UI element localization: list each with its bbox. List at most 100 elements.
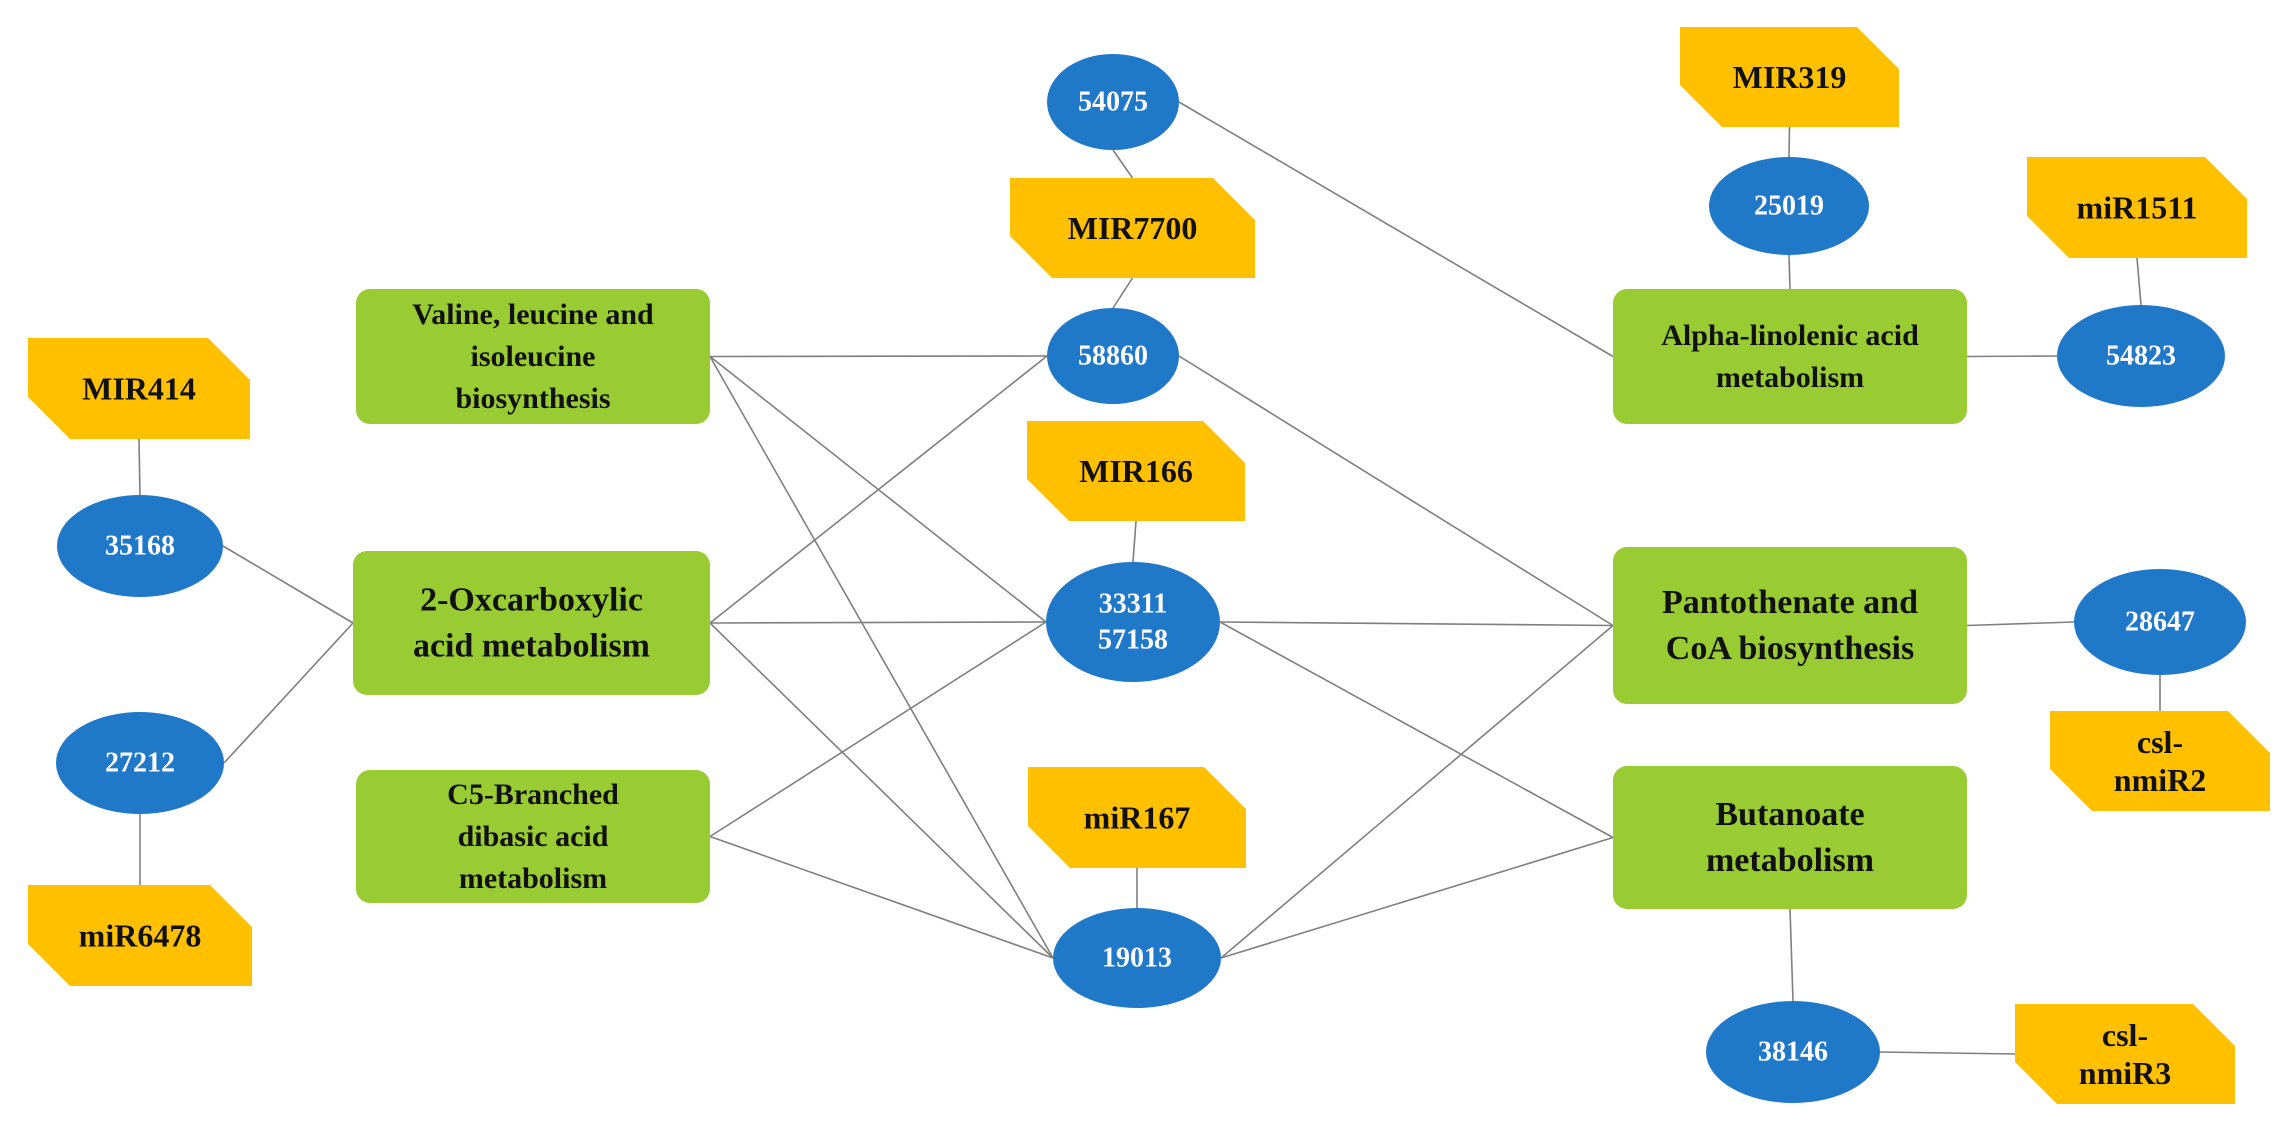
pathway-box xyxy=(1613,547,1967,704)
pathway-butanoate-label-line-0: Butanoate xyxy=(1715,796,1864,833)
edge-oxcarboxylic-g58860 xyxy=(709,355,1048,624)
mirna-m6478-label-line-0: miR6478 xyxy=(79,918,202,954)
edge-m7700-g58860 xyxy=(1112,277,1134,309)
edge-g35168-oxcarboxylic xyxy=(222,545,354,624)
mirna-shape xyxy=(2050,711,2270,811)
gene-g38146-label-line-0: 38146 xyxy=(1758,1037,1828,1068)
gene-g19013-label-line-0: 19013 xyxy=(1102,943,1172,974)
pathway-alpha-label-line-0: Alpha-linolenic acid xyxy=(1661,319,1919,352)
gene-ellipse xyxy=(2074,569,2246,675)
mirna-shape xyxy=(1010,178,1255,278)
pathway-alpha-label-line-1: metabolism xyxy=(1716,361,1864,394)
edge-m166-g3331157158 xyxy=(1132,520,1137,563)
gene-ellipse xyxy=(1046,562,1220,682)
gene-ellipse xyxy=(1047,54,1179,150)
pathway-box xyxy=(353,551,710,695)
edge-valine-g58860 xyxy=(709,355,1048,358)
mirna-m7700-label-line-0: MIR7700 xyxy=(1068,210,1198,246)
pathway-c5branched: C5-Branched dibasic acid metabolism xyxy=(356,770,710,903)
pathway-c5branched-label-line-0: C5-Branched xyxy=(447,778,619,811)
gene-g58860-label-line-0: 58860 xyxy=(1078,341,1148,372)
mirna-m167-label-line-0: miR167 xyxy=(1084,800,1191,836)
mirna-mnmir3: csl-nmiR3 xyxy=(2015,1004,2235,1104)
mirna-mnmir3-label-line-1: nmiR3 xyxy=(2079,1055,2171,1091)
edge-c5branched-g3331157158 xyxy=(709,621,1047,838)
mirna-mnmir2-label-line-0: csl- xyxy=(2137,724,2183,760)
mirna-shape xyxy=(28,338,250,439)
mirna-m414-label-line-0: MIR414 xyxy=(82,371,196,407)
edge-oxcarboxylic-g19013 xyxy=(709,622,1054,959)
edge-g27212-oxcarboxylic xyxy=(223,622,354,764)
mirna-m319-label-line-0: MIR319 xyxy=(1733,59,1847,95)
mirna-shape xyxy=(1028,767,1246,868)
pathway-oxcarboxylic-label-line-0: 2-Oxcarboxylic xyxy=(420,582,643,619)
gene-ellipse xyxy=(57,495,223,597)
gene-g3331157158: 33311 57158 xyxy=(1046,562,1220,682)
gene-g25019: 25019 xyxy=(1709,157,1869,255)
gene-g25019-label-line-0: 25019 xyxy=(1754,191,1824,222)
pathway-pantothenate-label-line-0: Pantothenate and xyxy=(1662,584,1918,621)
mirna-shape xyxy=(2015,1004,2235,1104)
mirna-mnmir2: csl-nmiR2 xyxy=(2050,711,2270,811)
edge-g19013-butanoate xyxy=(1220,836,1614,959)
gene-g54075-label-line-0: 54075 xyxy=(1078,87,1148,118)
edge-butanoate-g38146 xyxy=(1789,908,1794,1002)
edge-c5branched-g19013 xyxy=(709,835,1054,959)
gene-g27212-label-line-0: 27212 xyxy=(105,748,175,779)
gene-ellipse xyxy=(1709,157,1869,255)
gene-g19013: 19013 xyxy=(1053,908,1221,1008)
mirna-shape xyxy=(1027,421,1245,521)
pathway-c5branched-label-line-1: dibasic acid xyxy=(458,820,609,853)
gene-g28647-label-line-0: 28647 xyxy=(2125,607,2195,638)
pathway-c5branched-label-line-2: metabolism xyxy=(459,862,607,895)
pathway-oxcarboxylic: 2-Oxcarboxylic acid metabolism xyxy=(353,551,710,695)
gene-g54075: 54075 xyxy=(1047,54,1179,150)
mirna-m6478: miR6478 xyxy=(28,885,252,986)
mirna-m167: miR167 xyxy=(1028,767,1246,868)
pathway-alpha: Alpha-linolenic acid metabolism xyxy=(1613,289,1967,424)
gene-g28647: 28647 xyxy=(2074,569,2246,675)
mirna-shape xyxy=(1680,27,1899,127)
edge-g3331157158-pantothenate xyxy=(1219,621,1614,627)
gene-g3331157158-label-line-1: 57158 xyxy=(1098,625,1168,656)
edge-oxcarboxylic-g3331157158 xyxy=(709,621,1047,624)
edges-layer xyxy=(138,101,2161,1055)
edge-m414-g35168 xyxy=(138,438,141,496)
mirna-m166-label-line-0: MIR166 xyxy=(1079,453,1193,489)
pathway-box xyxy=(1613,766,1967,909)
gene-g27212: 27212 xyxy=(56,712,224,814)
gene-g58860: 58860 xyxy=(1047,308,1179,404)
gene-ellipse xyxy=(56,712,224,814)
mirna-m414: MIR414 xyxy=(28,338,250,439)
mirna-m166: MIR166 xyxy=(1027,421,1245,521)
edge-alpha-g54823 xyxy=(1966,355,2058,358)
pathway-valine: Valine, leucine andisoleucinebiosynthesi… xyxy=(356,289,710,424)
gene-ellipse xyxy=(1047,308,1179,404)
pathway-box xyxy=(356,770,710,903)
pathway-pantothenate-label-line-1: CoA biosynthesis xyxy=(1666,630,1914,667)
mirna-mnmir3-label-line-0: csl- xyxy=(2102,1017,2148,1053)
mirna-m7700: MIR7700 xyxy=(1010,178,1255,278)
mirna-m1511: miR1511 xyxy=(2027,157,2247,258)
pathway-valine-label-line-2: biosynthesis xyxy=(455,382,610,415)
gene-g35168-label-line-0: 35168 xyxy=(105,531,175,562)
pathway-box xyxy=(1613,289,1967,424)
edge-pantothenate-g28647 xyxy=(1966,621,2075,627)
gene-ellipse xyxy=(1706,1001,1880,1103)
pathway-oxcarboxylic-label-line-1: acid metabolism xyxy=(413,628,650,665)
edge-g54075-alpha xyxy=(1178,101,1614,358)
edge-g3331157158-butanoate xyxy=(1219,621,1614,839)
pathway-valine-label-line-0: Valine, leucine and xyxy=(412,298,654,331)
edge-g25019-alpha xyxy=(1788,254,1791,290)
gene-g38146: 38146 xyxy=(1706,1001,1880,1103)
mirna-m1511-label-line-0: miR1511 xyxy=(2077,190,2198,226)
gene-ellipse xyxy=(1053,908,1221,1008)
edge-g19013-pantothenate xyxy=(1220,624,1614,959)
gene-g54823: 54823 xyxy=(2057,305,2225,407)
gene-g3331157158-label-line-0: 33311 xyxy=(1099,589,1167,620)
edge-valine-g19013 xyxy=(709,356,1054,959)
gene-g54823-label-line-0: 54823 xyxy=(2106,341,2176,372)
edge-g58860-pantothenate xyxy=(1178,355,1614,627)
